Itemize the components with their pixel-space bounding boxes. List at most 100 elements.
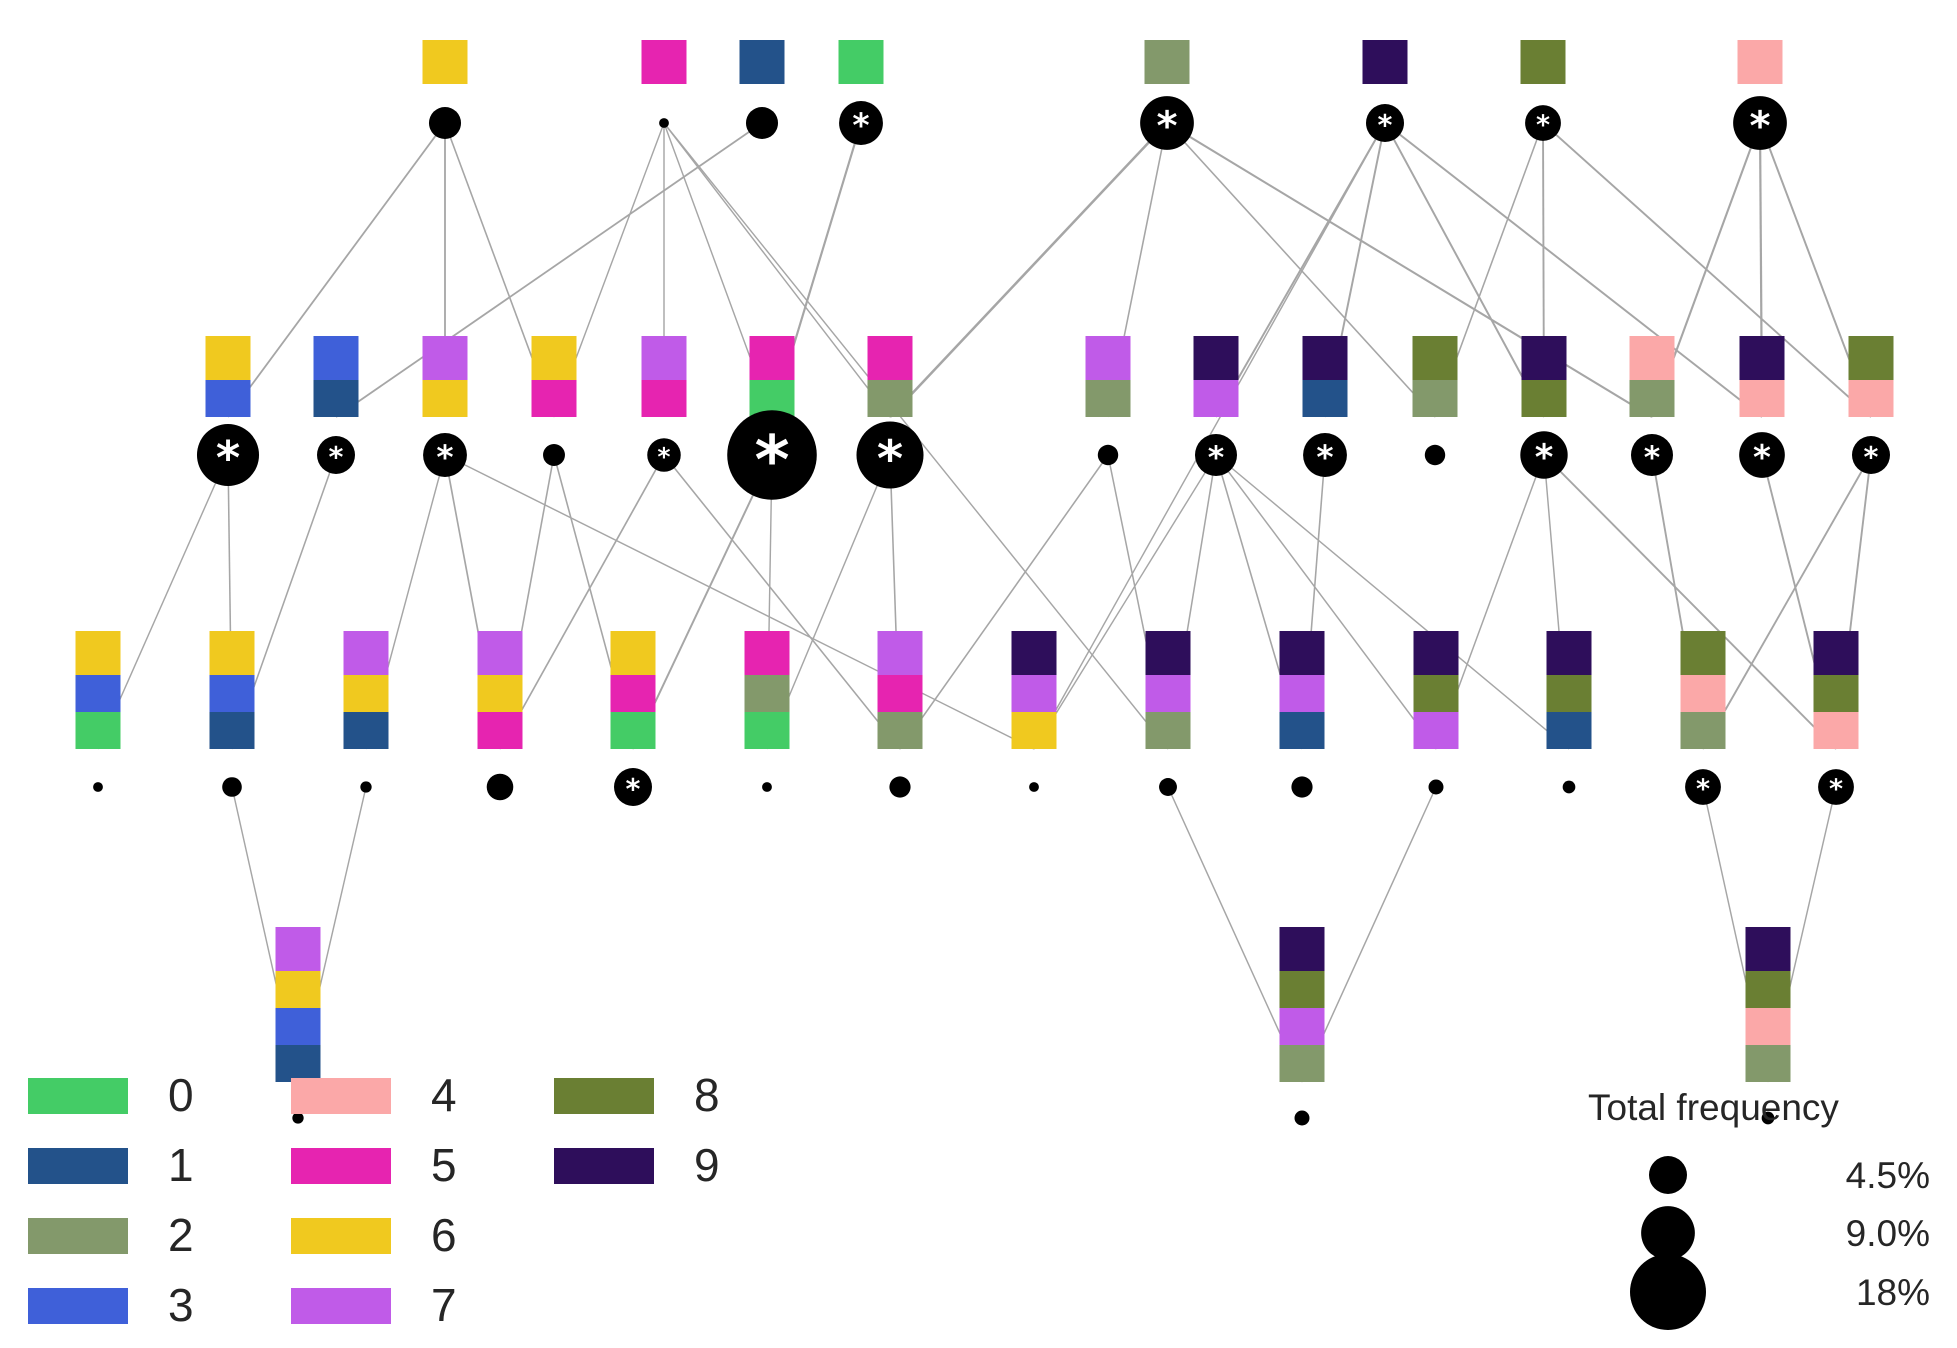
significance-asterisk: * (1753, 438, 1771, 478)
itemset-node-c13[interactable]: * (1680, 631, 1726, 805)
item-swatch-2 (877, 712, 923, 749)
frequency-marker (543, 444, 565, 466)
item-swatch-0 (610, 712, 656, 749)
item-swatch-0 (744, 712, 790, 749)
itemset-node-b8[interactable] (1085, 336, 1131, 466)
legend-swatch (291, 1288, 391, 1324)
item-swatch-9 (1739, 336, 1785, 380)
itemset-node-c8[interactable] (1011, 631, 1057, 792)
itemset-node-a7[interactable]: * (1520, 40, 1566, 141)
item-swatch-1 (1279, 712, 1325, 749)
item-swatch-3 (75, 675, 121, 712)
frequency-marker (1761, 1111, 1775, 1125)
item-swatch-3 (209, 675, 255, 712)
legend-entry-4: 4 (291, 1069, 457, 1121)
itemset-node-b1[interactable]: * (196, 336, 260, 487)
edge-b9-c8 (1033, 454, 1217, 750)
item-swatch-4 (1680, 675, 1726, 712)
size-legend-entry: 18% (1630, 1254, 1930, 1330)
item-swatch-1 (209, 712, 255, 749)
itemset-node-c10[interactable] (1279, 631, 1325, 798)
itemset-node-b7[interactable]: * (856, 336, 924, 489)
frequency-marker (1685, 769, 1721, 805)
itemset-node-d2[interactable] (1279, 927, 1325, 1126)
edge-b8-c7 (899, 454, 1109, 750)
legend-label: 4 (431, 1069, 457, 1121)
itemset-node-c4[interactable] (477, 631, 523, 801)
itemset-node-b14[interactable]: * (1739, 336, 1785, 478)
item-swatch-7 (641, 336, 687, 380)
item-swatch-4 (1739, 380, 1785, 417)
itemset-node-c5[interactable]: * (610, 631, 656, 806)
significance-asterisk: * (1749, 103, 1770, 150)
frequency-marker (856, 421, 924, 489)
item-swatch-7 (1279, 1008, 1325, 1045)
edge-a6-b12 (1384, 122, 1545, 418)
significance-asterisk: * (1156, 103, 1177, 150)
itemset-node-a1[interactable] (422, 40, 468, 140)
itemset-node-c12[interactable] (1546, 631, 1592, 794)
size-legend-title: Total frequency (1588, 1087, 1839, 1128)
item-swatch-5 (477, 712, 523, 749)
frequency-marker (647, 438, 681, 472)
size-legend-marker (1641, 1206, 1695, 1260)
itemset-node-a4[interactable]: * (838, 40, 884, 145)
frequency-marker (659, 118, 669, 128)
item-swatch-1 (1546, 712, 1592, 749)
itemset-node-d1[interactable] (275, 927, 321, 1124)
size-legend-label: 4.5% (1846, 1155, 1930, 1196)
itemset-node-c11[interactable] (1413, 631, 1459, 795)
itemset-node-c3[interactable] (343, 631, 389, 793)
size-legend-label: 9.0% (1846, 1213, 1930, 1254)
itemset-node-b5[interactable]: * (641, 336, 687, 472)
itemset-node-b10[interactable]: * (1302, 336, 1348, 477)
itemset-node-d3[interactable] (1745, 927, 1791, 1125)
itemset-node-b4[interactable] (531, 336, 577, 466)
item-swatch-9 (1546, 631, 1592, 675)
itemset-node-b12[interactable]: * (1520, 336, 1568, 479)
itemset-node-b15[interactable]: * (1848, 336, 1894, 474)
itemset-node-c6[interactable] (744, 631, 790, 792)
legend-swatch (28, 1148, 128, 1184)
itemset-node-a6[interactable]: * (1362, 40, 1408, 142)
item-swatch-9 (1413, 631, 1459, 675)
item-swatch-5 (531, 380, 577, 417)
frequency-marker (196, 423, 260, 487)
itemset-node-b6[interactable]: * (727, 336, 817, 500)
size-legend-entry: 4.5% (1649, 1155, 1930, 1196)
item-swatch-0 (838, 40, 884, 84)
item-swatch-9 (1813, 631, 1859, 675)
itemset-node-b9[interactable]: * (1193, 336, 1239, 476)
itemset-node-c9[interactable] (1145, 631, 1191, 796)
itemset-node-b3[interactable]: * (422, 336, 468, 477)
significance-asterisk: * (877, 429, 903, 488)
itemset-node-c2[interactable] (209, 631, 255, 797)
itemset-node-c7[interactable] (877, 631, 923, 798)
frequency-marker (1428, 779, 1444, 795)
edge-b5-c4 (499, 454, 665, 750)
item-swatch-9 (1362, 40, 1408, 84)
itemset-node-a8[interactable]: * (1733, 40, 1787, 150)
item-swatch-8 (1546, 675, 1592, 712)
itemset-node-c14[interactable]: * (1813, 631, 1859, 805)
item-swatch-2 (867, 380, 913, 417)
itemset-node-b2[interactable]: * (313, 336, 359, 474)
significance-asterisk: * (1536, 110, 1550, 141)
edge-b9-c12 (1215, 454, 1570, 750)
itemset-node-a3[interactable] (739, 40, 785, 140)
frequency-marker (1366, 104, 1404, 142)
item-swatch-9 (1145, 631, 1191, 675)
edge-b12-c14 (1543, 454, 1837, 750)
itemset-node-a5[interactable]: * (1140, 40, 1194, 150)
frequency-marker (1739, 432, 1785, 478)
itemset-node-b11[interactable] (1412, 336, 1458, 466)
itemset-node-c1[interactable] (75, 631, 121, 792)
itemset-node-b13[interactable]: * (1629, 336, 1675, 476)
legend-label: 2 (168, 1209, 194, 1261)
item-swatch-5 (867, 336, 913, 380)
item-swatch-7 (1279, 675, 1325, 712)
itemset-node-a2[interactable] (641, 40, 687, 128)
item-swatch-2 (1745, 1045, 1791, 1082)
frequency-marker (486, 773, 514, 801)
